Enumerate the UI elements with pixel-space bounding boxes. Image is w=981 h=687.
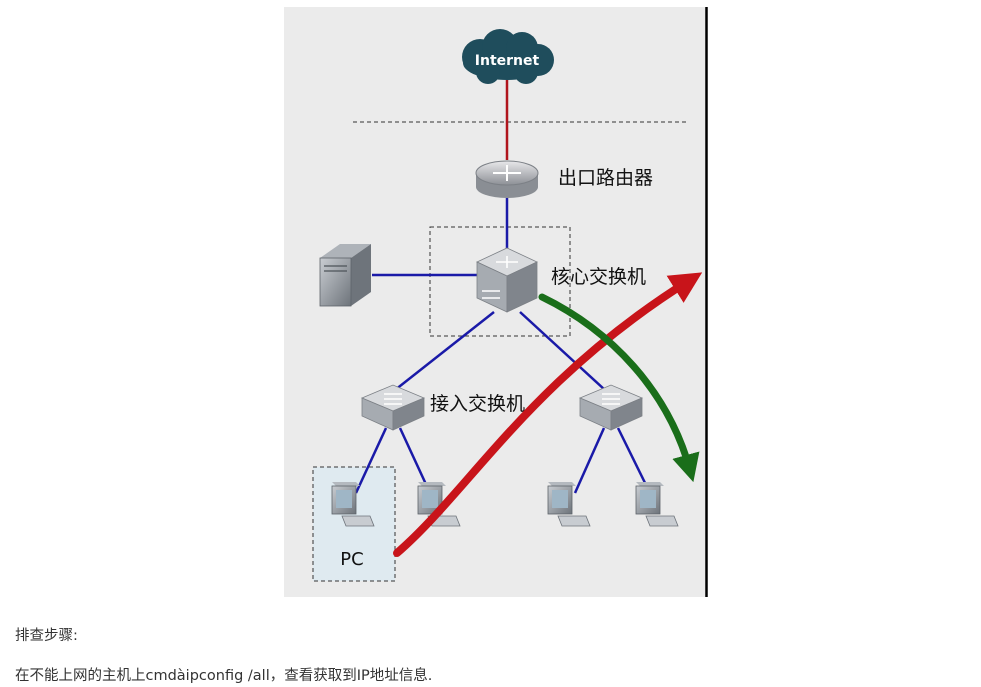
- pc-4-icon: [635, 482, 679, 527]
- access-switch-left-icon: [360, 384, 426, 431]
- router-label: 出口路由器: [558, 167, 653, 189]
- access-switch-right-icon: [578, 384, 644, 431]
- internet-cloud-icon: Internet: [462, 29, 554, 84]
- troubleshooting-heading: 排查步骤:: [15, 628, 78, 644]
- core-access-right-link: [519, 311, 606, 391]
- access-left-pc1-link: [354, 427, 388, 494]
- pc-3-icon: [547, 482, 591, 527]
- core-switch-label: 核心交换机: [551, 266, 646, 288]
- core-switch-icon: [476, 247, 538, 313]
- inbound-traffic-arrow: [538, 293, 700, 483]
- core-switch-highlight-box: [429, 226, 571, 337]
- troubleshooting-step-1: 在不能上网的主机上cmdàipconfig /all，查看获取到IP地址信息.: [15, 668, 433, 684]
- core-access-left-link: [394, 311, 495, 391]
- network-links: [354, 80, 652, 494]
- access-right-pc3-link: [573, 427, 606, 494]
- outbound-traffic-arrow: [393, 272, 703, 557]
- access-switch-label: 接入交换机: [430, 393, 525, 415]
- network-diagram: Internet 出口路由器 核心交换机: [284, 7, 708, 597]
- server-icon: [319, 244, 371, 307]
- router-icon: [475, 160, 539, 198]
- internet-label: Internet: [475, 53, 540, 69]
- pc-label: PC: [340, 549, 363, 570]
- pc-1-icon: [331, 482, 375, 527]
